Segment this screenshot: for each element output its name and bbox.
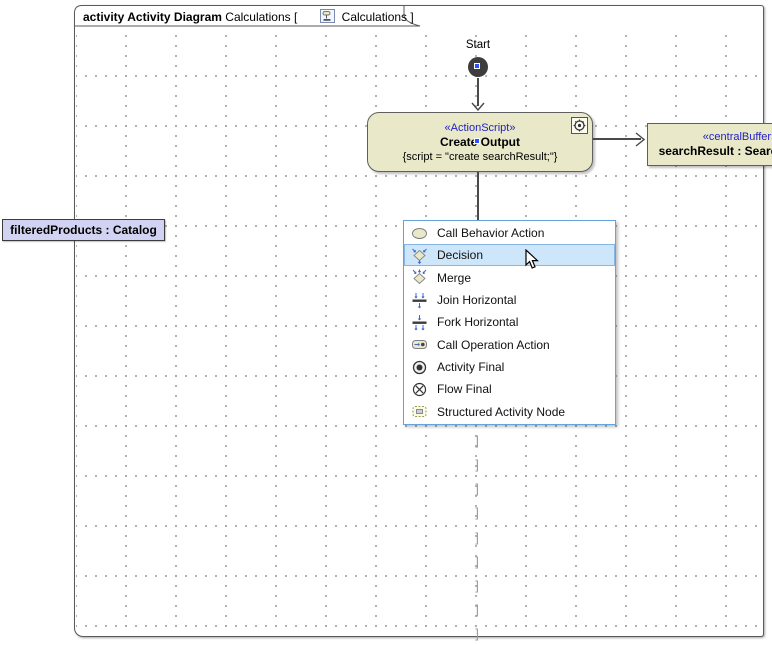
call-operation-action-icon	[412, 340, 427, 350]
menu-item-label: Decision	[437, 248, 484, 263]
flow-anchor-point	[474, 138, 480, 144]
structured-activity-node-icon	[412, 406, 427, 418]
central-buffer-node[interactable]: «centralBuffer» searchResult : SearchRes…	[647, 123, 772, 166]
flow-artifact-glyph: ]	[475, 529, 479, 545]
buffer-stereotype: «centralBuffer»	[702, 131, 772, 143]
call-behavior-action-icon	[412, 227, 427, 239]
menu-item-merge[interactable]: Merge	[404, 267, 615, 289]
flow-artifact-glyph: ]	[475, 577, 479, 593]
merge-icon	[412, 269, 427, 285]
flow-artifact-glyph: ]	[475, 626, 479, 641]
flow-artifact-glyph: ]	[475, 601, 479, 617]
object-node-filtered-products[interactable]: filteredProducts : Catalog	[2, 219, 165, 241]
menu-item-label: Fork Horizontal	[437, 315, 519, 330]
frame-kind-label: activity Activity Diagram	[83, 10, 222, 24]
control-flow-start-to-action[interactable]	[477, 78, 479, 106]
action-node-create-output[interactable]: «ActionScript» Create Output {script = "…	[367, 112, 593, 172]
control-flow-drag-line	[477, 172, 479, 226]
activity-final-icon	[412, 360, 427, 374]
arrowhead-down-icon	[471, 102, 485, 111]
frame-ref-label: Calculations ]	[338, 10, 414, 24]
action-script-text: {script = "create searchResult;"}	[402, 150, 558, 163]
flow-artifact-glyph: ]	[475, 457, 479, 473]
menu-item-structured-activity-node[interactable]: Structured Activity Node	[404, 401, 615, 423]
menu-item-activity-final[interactable]: Activity Final	[404, 356, 615, 378]
menu-item-label: Structured Activity Node	[437, 404, 566, 419]
object-flow-to-buffer[interactable]	[593, 138, 641, 140]
menu-item-label: Merge	[437, 270, 472, 285]
start-node-label: Start	[465, 39, 491, 51]
menu-item-label: Join Horizontal	[437, 293, 517, 308]
flow-artifact-glyph: ]	[475, 505, 479, 521]
menu-item-decision[interactable]: Decision	[404, 244, 615, 267]
mouse-cursor	[525, 249, 539, 269]
selection-anchor	[474, 63, 480, 69]
frame-name-label: Calculations [	[221, 10, 298, 24]
flow-artifact-glyph: ]	[475, 433, 479, 448]
menu-item-fork-horizontal[interactable]: Fork Horizontal	[404, 311, 615, 333]
menu-item-label: Flow Final	[437, 382, 492, 397]
action-script-gear-icon[interactable]	[571, 117, 588, 134]
flow-artifact-glyph: ]	[475, 553, 479, 569]
menu-item-flow-final[interactable]: Flow Final	[404, 378, 615, 400]
menu-item-label: Call Behavior Action	[437, 226, 545, 241]
menu-item-label: Call Operation Action	[437, 337, 550, 352]
frame-header: activity Activity Diagram Calculations […	[83, 8, 414, 26]
flow-final-icon	[412, 382, 427, 397]
diagram-frame: activity Activity Diagram Calculations […	[74, 5, 772, 641]
menu-item-call-behavior-action[interactable]: Call Behavior Action	[404, 222, 615, 244]
menu-item-join-horizontal[interactable]: Join Horizontal	[404, 289, 615, 311]
flow-artifact-column: ]]]]]]]]]	[471, 433, 483, 641]
fork-horizontal-icon	[412, 314, 427, 331]
action-stereotype: «ActionScript»	[444, 121, 516, 134]
buffer-name: searchResult : SearchResult	[658, 144, 772, 158]
new-element-context-menu: Call Behavior Action Decision Merge Join…	[403, 220, 616, 425]
decision-icon	[412, 248, 427, 264]
join-horizontal-icon	[412, 292, 427, 308]
menu-item-label: Activity Final	[437, 360, 505, 375]
flow-artifact-glyph: ]	[475, 481, 479, 497]
initial-node[interactable]	[468, 57, 488, 77]
activity-diagram-icon	[300, 0, 336, 40]
arrowhead-right-icon	[635, 132, 645, 147]
menu-item-call-operation-action[interactable]: Call Operation Action	[404, 334, 615, 356]
